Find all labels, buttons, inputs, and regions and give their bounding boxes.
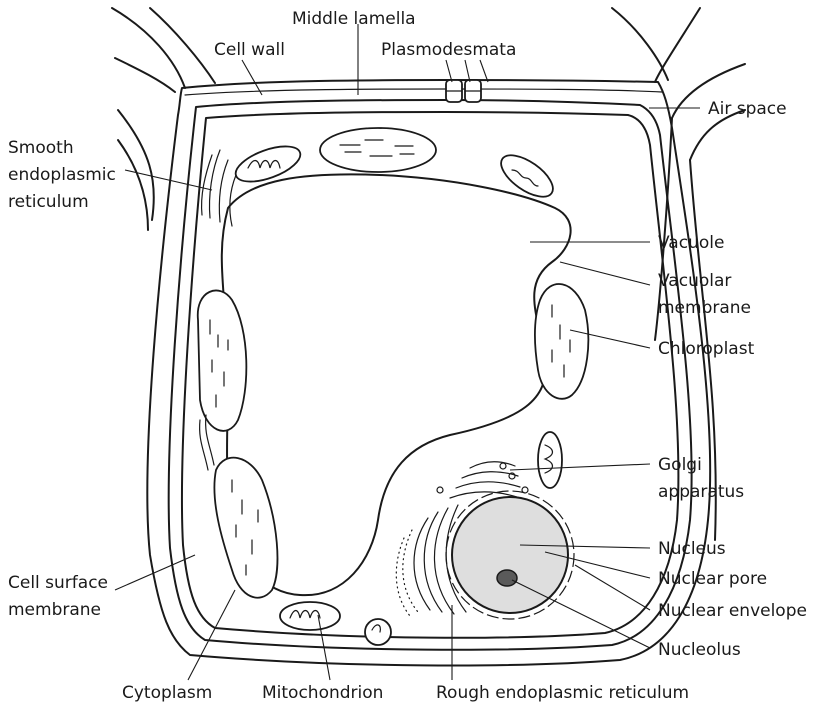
label-plasmodesmata: Plasmodesmata (381, 40, 516, 60)
label-rer: Rough endoplasmic reticulum (436, 683, 689, 703)
label-mitochondrion: Mitochondrion (262, 683, 383, 703)
label-csm-line1: Cell surface (8, 573, 108, 593)
label-golgi-line1: Golgi (658, 455, 702, 475)
nucleolus (497, 570, 517, 586)
label-vacuolar-line2: membrane (658, 298, 751, 318)
label-nucleolus: Nucleolus (658, 640, 741, 660)
label-middle-lamella: Middle lamella (292, 9, 416, 29)
chloroplast-left-2 (214, 458, 277, 598)
chloroplast-left-1 (198, 290, 247, 430)
label-ser-line2: endoplasmic (8, 165, 116, 185)
golgi-apparatus (437, 462, 528, 498)
label-ser-line1: Smooth (8, 138, 74, 158)
label-golgi-line2: apparatus (658, 482, 744, 502)
label-vacuole: Vacuole (658, 233, 724, 253)
mitochondrion-bottom-round (365, 619, 391, 645)
mitochondrion-top-left (231, 139, 304, 189)
mitochondrion-right (538, 432, 562, 488)
neighbouring-cell-walls (112, 8, 745, 540)
mitochondrion-bottom (280, 602, 340, 630)
chloroplast-right (535, 284, 588, 399)
label-nuclear-envelope: Nuclear envelope (658, 601, 807, 621)
chloroplast-top (320, 128, 436, 172)
label-cell-wall: Cell wall (214, 40, 285, 60)
label-air-space: Air space (708, 99, 787, 119)
label-nucleus: Nucleus (658, 539, 726, 559)
label-vacuolar-line1: Vacuolar (658, 271, 731, 291)
label-csm-line2: membrane (8, 600, 101, 620)
label-ser-line3: reticulum (8, 192, 89, 212)
middle-lamella (185, 89, 662, 95)
label-nuclear-pore: Nuclear pore (658, 569, 767, 589)
plasmodesmata (446, 80, 481, 102)
mitochondrion-top-right (494, 147, 559, 204)
nucleus (446, 491, 574, 619)
label-cytoplasm: Cytoplasm (122, 683, 212, 703)
label-chloroplast: Chloroplast (658, 339, 755, 359)
